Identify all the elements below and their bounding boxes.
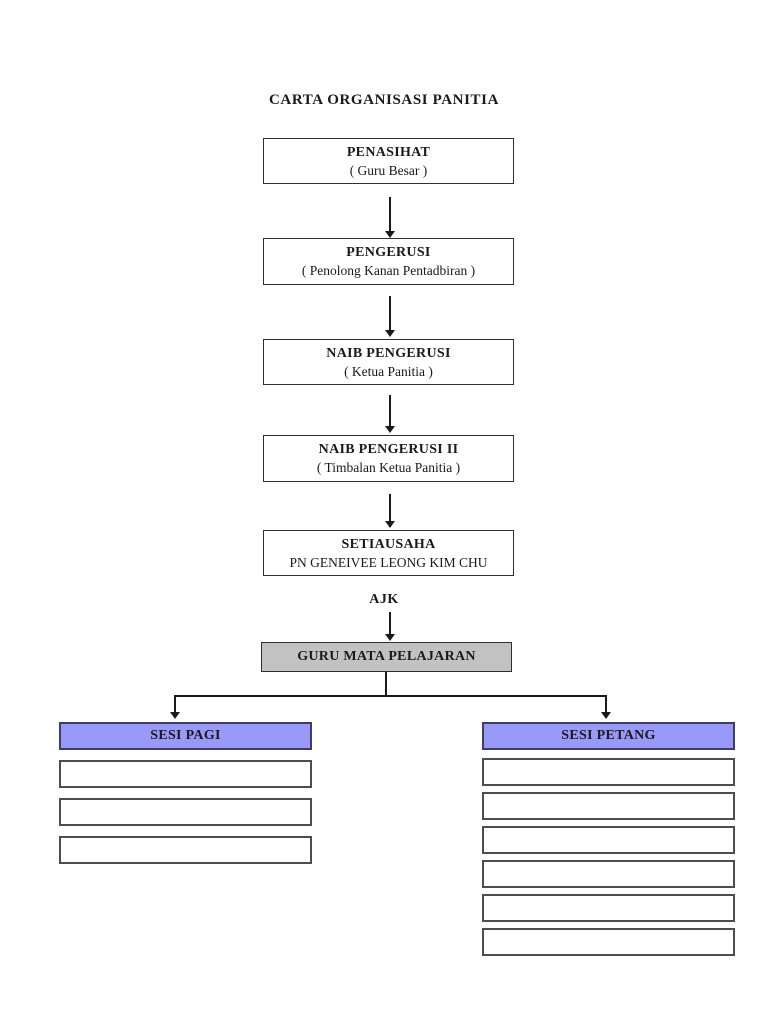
org-box-naib-pengerusi: NAIB PENGERUSI ( Ketua Panitia ): [263, 339, 514, 385]
member-slot: [482, 928, 735, 956]
org-box-subtitle: PN GENEIVEE LEONG KIM CHU: [289, 554, 488, 570]
member-slot: [482, 894, 735, 922]
member-slot: [482, 826, 735, 854]
org-box-pengerusi: PENGERUSI ( Penolong Kanan Pentadbiran ): [263, 238, 514, 285]
org-box-setiausaha: SETIAUSAHA PN GENEIVEE LEONG KIM CHU: [263, 530, 514, 576]
member-slot: [482, 758, 735, 786]
down-arrow: [384, 296, 396, 337]
org-box-title: NAIB PENGERUSI II: [318, 442, 459, 457]
member-slot: [482, 792, 735, 820]
org-box-title: NAIB PENGERUSI: [326, 345, 451, 361]
down-arrow: [384, 612, 396, 641]
connector-branch-line: [174, 695, 607, 697]
member-slot: [59, 760, 312, 788]
down-arrow: [384, 494, 396, 528]
member-slot: [482, 860, 735, 888]
org-box-penasihat: PENASIHAT ( Guru Besar ): [263, 138, 514, 184]
guru-mata-pelajaran-box: GURU MATA PELAJARAN: [261, 642, 512, 672]
org-box-naib-pengerusi-ii: NAIB PENGERUSI II ( Timbalan Ketua Panit…: [263, 435, 514, 482]
session-header-sesi-pagi: SESI PAGI: [59, 722, 312, 750]
member-slot: [59, 798, 312, 826]
sesi-pagi-member-slots: [59, 760, 312, 864]
chart-title: CARTA ORGANISASI PANITIA: [268, 92, 500, 108]
session-header-sesi-petang: SESI PETANG: [482, 722, 735, 750]
org-box-title: SETIAUSAHA: [341, 536, 436, 552]
down-arrow: [600, 697, 612, 719]
sesi-petang-member-slots: [482, 758, 735, 956]
member-slot: [59, 836, 312, 864]
org-box-subtitle: ( Guru Besar ): [349, 162, 428, 178]
down-arrow: [384, 197, 396, 238]
org-box-subtitle: ( Ketua Panitia ): [344, 363, 433, 379]
down-arrow: [384, 395, 396, 433]
org-box-title: PENASIHAT: [346, 144, 431, 160]
ajk-label: AJK: [369, 592, 399, 607]
org-box-subtitle: ( Timbalan Ketua Panitia ): [316, 460, 461, 475]
down-arrow: [169, 697, 181, 719]
connector-stem: [385, 672, 387, 697]
org-box-subtitle: ( Penolong Kanan Pentadbiran ): [301, 263, 476, 278]
org-box-title: PENGERUSI: [346, 245, 431, 260]
